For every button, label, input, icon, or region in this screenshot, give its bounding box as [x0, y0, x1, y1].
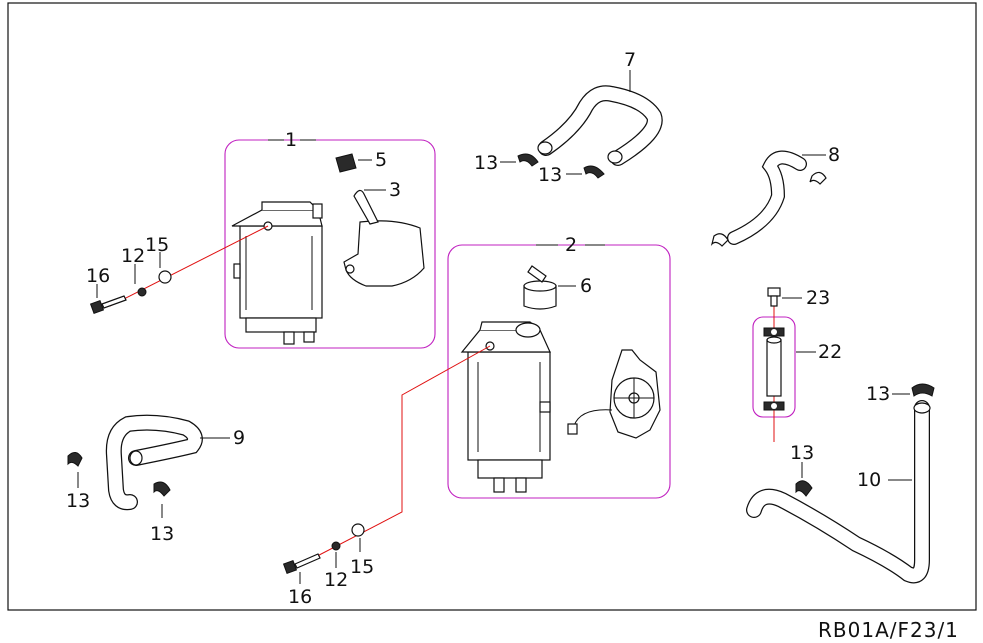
callout-12-right-label: 12	[324, 569, 348, 591]
callout-16-right: 16	[288, 572, 312, 608]
callout-22-label: 22	[818, 341, 842, 363]
cap-part-5	[335, 153, 357, 173]
callout-9: 9	[200, 427, 245, 449]
callout-12-left: 12	[121, 245, 145, 284]
clamp-part-13-f	[795, 480, 813, 497]
callout-3-label: 3	[389, 179, 401, 201]
callout-15-left: 15	[145, 234, 169, 268]
clamp-part-13-e	[911, 383, 935, 397]
callout-13-b-label: 13	[538, 164, 562, 186]
callout-6: 6	[558, 275, 592, 297]
reservoir-tank-part-3	[343, 189, 425, 287]
hose-part-10	[746, 400, 931, 584]
spacer-part-22	[763, 327, 785, 411]
callout-2: 2	[536, 234, 605, 256]
callout-16-right-label: 16	[288, 586, 312, 608]
group-2-outline	[447, 244, 671, 499]
callout-10-label: 10	[857, 469, 881, 491]
clamp-part-8-b	[809, 171, 827, 185]
callout-5: 5	[358, 149, 387, 171]
clamp-part-8-a	[710, 233, 729, 247]
callout-23: 23	[782, 287, 830, 309]
bolt-part-16-right	[282, 553, 321, 575]
callout-15-right-label: 15	[350, 556, 374, 578]
callout-22: 22	[796, 341, 842, 363]
callout-13-e: 13	[866, 383, 910, 405]
assembly-line-left	[109, 225, 269, 307]
callout-13-b: 13	[538, 164, 582, 186]
callout-6-label: 6	[580, 275, 592, 297]
callout-10: 10	[857, 469, 912, 491]
callout-13-e-label: 13	[866, 383, 890, 405]
hose-part-8	[727, 150, 807, 245]
washer-part-12-right	[331, 541, 341, 551]
callout-23-label: 23	[806, 287, 830, 309]
callout-7: 7	[624, 49, 636, 92]
screw-part-23	[767, 287, 781, 307]
callout-12-left-label: 12	[121, 245, 145, 267]
callout-12-right: 12	[324, 552, 348, 591]
callout-13-f: 13	[790, 442, 814, 478]
callout-13-c: 13	[66, 472, 90, 512]
hose-part-9	[105, 414, 203, 511]
callout-16-left-label: 16	[86, 265, 110, 287]
callout-13-d-label: 13	[150, 523, 174, 545]
callout-9-label: 9	[233, 427, 245, 449]
radiator-left	[231, 201, 323, 345]
callout-3: 3	[364, 179, 401, 201]
callout-15-right: 15	[350, 538, 374, 578]
assembly-line-right	[297, 345, 491, 567]
nut-part-15-left	[158, 270, 172, 284]
callout-16-left: 16	[86, 265, 110, 298]
callout-1: 1	[268, 129, 316, 151]
callout-2-label: 2	[565, 234, 577, 256]
callout-7-label: 7	[624, 49, 636, 71]
cooling-fan	[567, 349, 661, 439]
diagram-code: RB01A/F23/1	[818, 618, 959, 642]
callout-1-label: 1	[285, 129, 297, 151]
hose-part-7	[537, 85, 663, 166]
washer-part-12-left	[137, 287, 147, 297]
nut-part-15-right	[351, 523, 365, 537]
clamp-part-13-d	[153, 481, 171, 497]
callout-13-c-label: 13	[66, 490, 90, 512]
group-1-outline	[224, 139, 436, 349]
diagram-frame	[7, 2, 977, 611]
callout-13-d: 13	[150, 504, 174, 545]
radiator-right	[460, 321, 551, 493]
clamp-part-13-b	[583, 165, 605, 179]
bolt-part-16-left	[89, 295, 127, 315]
clamp-part-13-c	[67, 452, 83, 467]
callout-13-a: 13	[474, 152, 516, 174]
callout-15-left-label: 15	[145, 234, 169, 256]
callout-8: 8	[802, 144, 840, 166]
clamp-part-13-a	[517, 153, 539, 167]
callout-13-a-label: 13	[474, 152, 498, 174]
callout-8-label: 8	[828, 144, 840, 166]
callout-5-label: 5	[375, 149, 387, 171]
cap-part-6	[523, 265, 557, 310]
callout-13-f-label: 13	[790, 442, 814, 464]
